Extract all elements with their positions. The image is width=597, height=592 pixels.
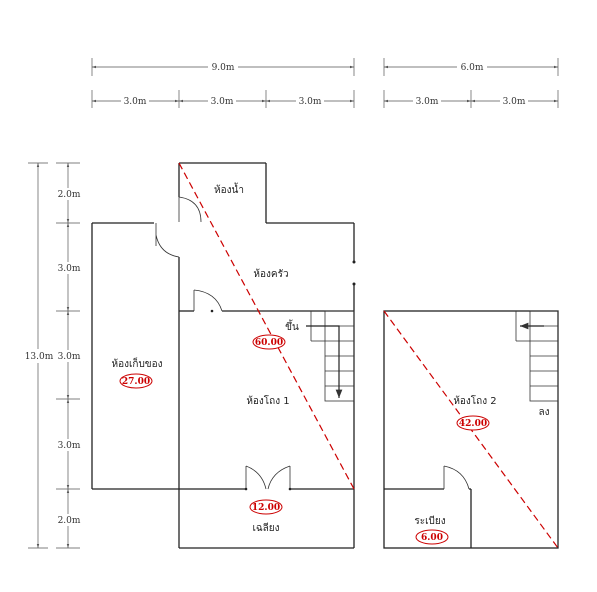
top-dimensions-left: 9.0m 3.0m 3.0m 3.0m xyxy=(91,58,355,108)
area-badge-porch: 12.00 xyxy=(249,499,283,515)
room-bathroom: ห้องน้ำ xyxy=(214,182,244,196)
dim-seg-r1: 3.0m xyxy=(416,97,439,107)
area-hall2: 42.00 xyxy=(459,419,487,429)
diagonal-ground xyxy=(178,162,355,490)
stairs-up-label: ขึ้น xyxy=(285,319,299,333)
room-hall-1: ห้องโถง 1 xyxy=(246,394,289,407)
dim-seg-r2: 3.0m xyxy=(503,97,526,107)
area-main: 60.00 xyxy=(255,338,283,348)
room-kitchen: ห้องครัว xyxy=(253,268,288,280)
dim-left-5: 2.0m xyxy=(58,516,81,526)
stairs-up xyxy=(306,310,355,402)
ground-floor-walls xyxy=(91,162,355,549)
area-badge-hall2: 42.00 xyxy=(456,415,490,431)
stairs-down-label: ลง xyxy=(538,407,549,418)
upper-floor-walls xyxy=(383,310,559,549)
ground-floor-doors xyxy=(155,196,356,491)
top-dimensions-right: 6.0m 3.0m 3.0m xyxy=(383,58,559,108)
dim-left-1: 2.0m xyxy=(58,190,81,200)
room-porch: เฉลียง xyxy=(252,522,279,534)
dim-seg-2: 3.0m xyxy=(211,97,234,107)
left-dimensions: 13.0m 2.0m 3.0m 3.0m 3.0m 2.0m xyxy=(22,162,83,549)
dim-left-4: 3.0m xyxy=(58,441,81,451)
area-porch: 12.00 xyxy=(252,503,280,513)
room-balcony: ระเบียง xyxy=(414,515,445,527)
dim-left-3: 3.0m xyxy=(58,352,81,362)
dim-total-6m: 6.0m xyxy=(461,63,484,73)
dim-seg-1: 3.0m xyxy=(124,97,147,107)
stairs-down xyxy=(515,310,559,402)
dim-total-13m: 13.0m xyxy=(25,352,54,362)
room-storage: ห้องเก็บของ xyxy=(111,356,162,370)
dim-left-2: 3.0m xyxy=(58,264,81,274)
area-badge-storage: 27.00 xyxy=(119,373,153,389)
area-badge-balcony: 6.00 xyxy=(415,529,449,545)
room-hall-2: ห้องโถง 2 xyxy=(453,394,496,407)
area-storage: 27.00 xyxy=(122,377,150,387)
dim-seg-3: 3.0m xyxy=(299,97,322,107)
area-badge-main: 60.00 xyxy=(252,334,286,350)
area-balcony: 6.00 xyxy=(421,533,443,543)
dim-total-9m: 9.0m xyxy=(212,63,235,73)
